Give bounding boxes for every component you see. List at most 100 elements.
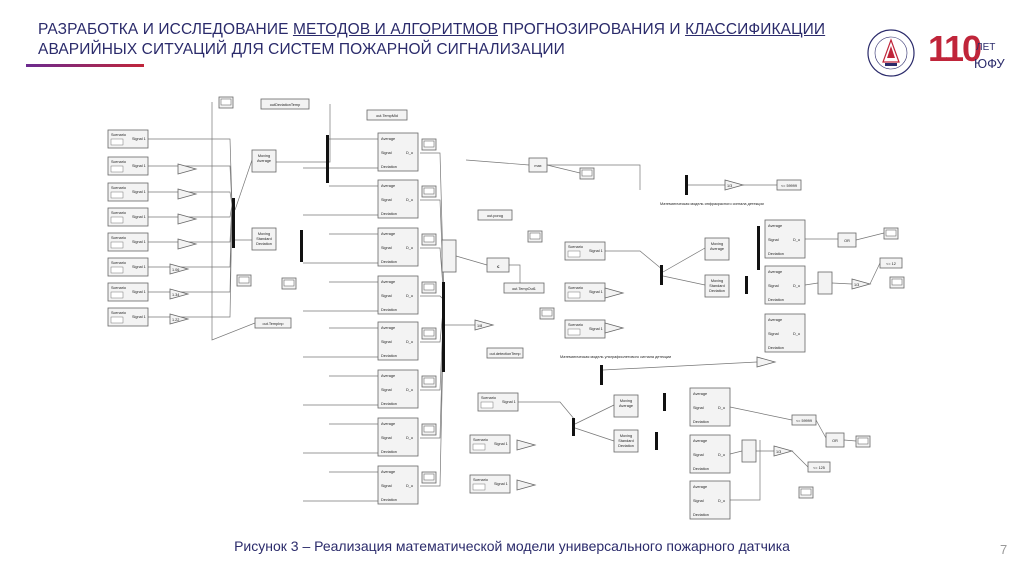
detector-du-label: D_u xyxy=(793,332,800,336)
detector-average-label: Average xyxy=(381,326,395,330)
moving-stat-label: Standard xyxy=(618,439,633,443)
left-detector-subsystem xyxy=(377,369,419,409)
left-moving-average-block xyxy=(251,149,277,173)
moving-stat-label: Moving xyxy=(711,242,723,246)
scope-screen xyxy=(238,276,250,284)
selector-block xyxy=(441,239,457,273)
uv-detector-subsystem xyxy=(689,434,731,474)
ir-model-title: Математическая модель инфракрасного сигн… xyxy=(660,202,764,206)
scenario-label: Scenario xyxy=(473,478,488,482)
uv-avg-bus xyxy=(663,393,666,411)
scenario-label: Scenario xyxy=(111,133,126,137)
scope-screen xyxy=(529,232,541,240)
left-detector-subsystem xyxy=(377,417,419,457)
input-mux-bus xyxy=(232,198,235,248)
scenario-signal-label: Signal 1 xyxy=(494,482,508,486)
out-temp-out-block xyxy=(503,282,545,294)
detector-deviation-label: Deviation xyxy=(381,450,397,454)
compare-out-wire xyxy=(509,264,521,288)
scenario-signal-label: Signal 1 xyxy=(132,315,146,319)
detector-signal-label: Signal xyxy=(381,246,392,250)
output-label: out.detectionTemp xyxy=(489,352,520,356)
detector-out-bus xyxy=(442,282,445,372)
scenario-label: Scenario xyxy=(111,186,126,190)
detector-signal-label: Signal xyxy=(381,436,392,440)
gain-1-8-block xyxy=(474,319,495,331)
std-bus xyxy=(300,230,303,262)
detector-out-wire xyxy=(420,152,445,301)
avg-bus xyxy=(326,135,329,183)
output-label: <= 12 xyxy=(886,262,896,266)
ir-det-sum-wire xyxy=(804,282,819,286)
uv-gain-cmp-wire xyxy=(791,450,809,468)
ir-gain-cmp-wire xyxy=(869,262,881,285)
scope-screen xyxy=(423,425,435,433)
gain-block xyxy=(516,439,537,451)
scope-screen xyxy=(423,187,435,195)
detector-average-label: Average xyxy=(693,439,707,443)
detector-du-label: D_u xyxy=(406,340,413,344)
detector-average-label: Average xyxy=(381,374,395,378)
detector-du-label: D_u xyxy=(406,484,413,488)
scenario-icon xyxy=(480,401,494,409)
uv-det-sum-wire xyxy=(729,450,743,455)
scope-screen xyxy=(541,309,553,317)
ir-or-block xyxy=(837,232,857,248)
detector-deviation-label: Deviation xyxy=(381,260,397,264)
gain-label: 1.34 xyxy=(172,293,179,297)
ir-avg-bus xyxy=(757,226,760,270)
output-label: out.TempInp xyxy=(263,322,284,326)
detector-signal-label: Signal xyxy=(693,406,704,410)
scenario-icon xyxy=(567,291,581,299)
scope-screen xyxy=(423,283,435,291)
university-seal-logo xyxy=(867,29,915,77)
feedback-wire xyxy=(211,102,256,341)
scenario-label: Scenario xyxy=(481,396,496,400)
scope-screen xyxy=(283,279,295,287)
gain-block xyxy=(169,263,190,275)
scenario-signal-label: Signal 1 xyxy=(132,164,146,168)
detector-signal-label: Signal xyxy=(693,499,704,503)
out-temp-inp-block xyxy=(254,317,292,329)
detector-deviation-label: Deviation xyxy=(693,420,709,424)
max-to-right-wire xyxy=(547,164,641,190)
scenario-wire xyxy=(148,204,233,268)
gain-label: 1.06 xyxy=(172,268,179,272)
moving-stat-label: Average xyxy=(257,159,271,163)
uv-cmp-or-wire xyxy=(815,419,827,439)
scenario-wire xyxy=(148,204,233,318)
uv-bus-wire xyxy=(602,361,758,371)
detector-average-label: Average xyxy=(381,280,395,284)
scenario-icon xyxy=(110,266,124,274)
detector-average-label: Average xyxy=(381,137,395,141)
scenario-signal-label: Signal 1 xyxy=(132,190,146,194)
scenario-signal-label: Signal 1 xyxy=(502,400,516,404)
detector-average-label: Average xyxy=(381,184,395,188)
detector-du-label: D_u xyxy=(718,406,725,410)
detector-signal-label: Signal xyxy=(768,332,779,336)
gain-label: 1/8 xyxy=(477,324,482,328)
left-detector-subsystem xyxy=(377,227,419,267)
uv-compare-59999-block xyxy=(791,414,817,426)
scenario-signal-label: Signal 1 xyxy=(132,215,146,219)
uv-sum-block xyxy=(741,439,757,463)
detector-signal-label: Signal xyxy=(768,238,779,242)
uv-or-scope-wire xyxy=(843,439,857,442)
ir-mux-std-wire xyxy=(662,275,706,286)
scenario-wire xyxy=(148,204,233,218)
scope-screen xyxy=(423,235,435,243)
detector-average-label: Average xyxy=(768,270,782,274)
detector-du-label: D_u xyxy=(718,499,725,503)
detector-du-label: D_u xyxy=(406,198,413,202)
ir-out-gain-block xyxy=(851,278,872,290)
scenario-wire xyxy=(148,138,233,206)
detector-deviation-label: Deviation xyxy=(381,165,397,169)
uv-detector-subsystem xyxy=(689,480,731,520)
detector-average-label: Average xyxy=(693,485,707,489)
logo-bottom-text: ЮФУ xyxy=(974,56,1005,71)
scenario-label: Scenario xyxy=(568,323,583,327)
out-detection-temp-block xyxy=(486,347,524,359)
uv-gain-block xyxy=(756,356,777,368)
uv-out-gain-block xyxy=(773,445,794,457)
